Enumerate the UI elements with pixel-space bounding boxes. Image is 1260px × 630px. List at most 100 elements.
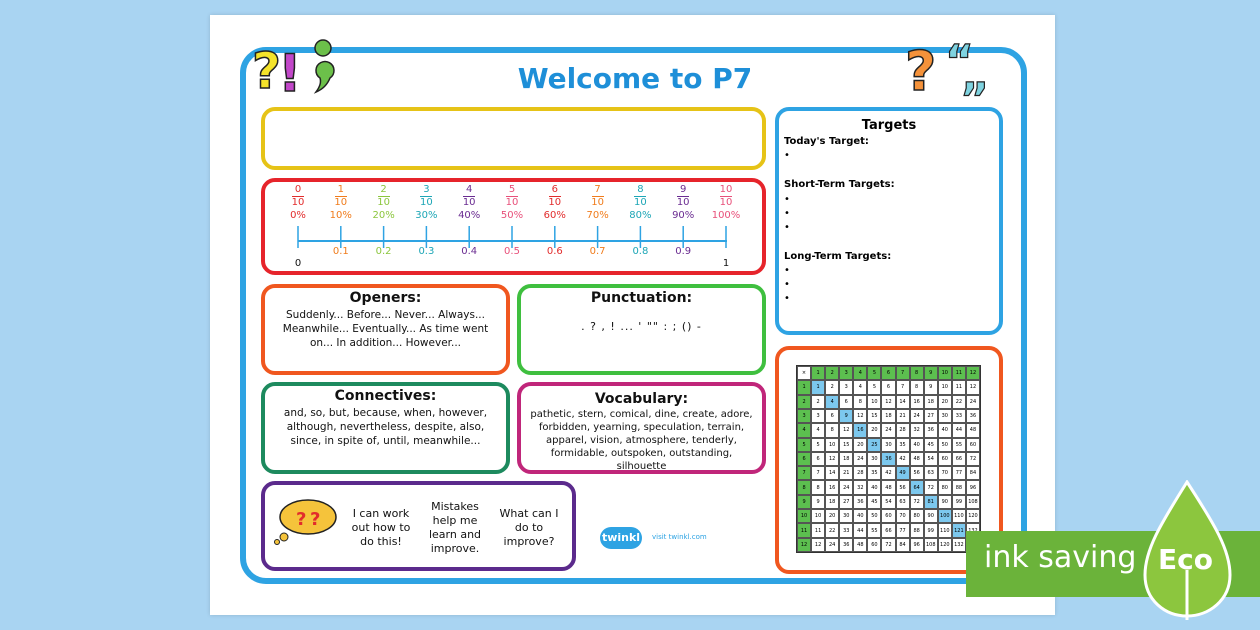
grid-cell: 48 <box>965 423 980 438</box>
svg-text:!: ! <box>278 44 302 98</box>
grid-cell: 30 <box>881 437 896 452</box>
punctuation-text: . ? , ! ... ' "" : ; () - <box>581 320 702 333</box>
decimal-label: 0.1 <box>332 246 349 257</box>
grid-cell: 121 <box>951 523 966 538</box>
grid-cell: 7 <box>811 466 826 481</box>
grid-cell: 24 <box>839 480 854 495</box>
grid-row-header: 5 <box>797 437 812 452</box>
grid-cell: 50 <box>937 437 952 452</box>
targets-title: Targets <box>861 118 917 133</box>
grid-cell: 88 <box>951 480 966 495</box>
grid-cell: 44 <box>853 523 868 538</box>
grid-header-cell: 9 <box>923 366 938 381</box>
grid-cell: 21 <box>895 408 910 424</box>
grid-cell: 20 <box>825 509 840 524</box>
grid-cell: 16 <box>909 394 924 409</box>
grid-cell: 70 <box>895 509 910 524</box>
grid-cell: 40 <box>909 437 924 452</box>
visit-link[interactable]: visit twinkl.com <box>652 533 707 541</box>
grid-cell: 6 <box>839 394 854 409</box>
grid-cell: 5 <box>867 380 882 395</box>
target-bullet: • <box>784 293 790 304</box>
eco-label: ink saving <box>984 540 1137 575</box>
grid-cell: 48 <box>909 451 924 467</box>
grid-cell: 2 <box>825 380 840 395</box>
grid-cell: 24 <box>909 408 924 424</box>
grid-corner: × <box>797 366 812 381</box>
decimal-label: 0.9 <box>675 246 692 257</box>
connectives-box: Connectives: and, so, but, because, when… <box>261 382 510 474</box>
grid-cell: 108 <box>923 537 938 552</box>
grid-header-cell: 8 <box>909 366 924 381</box>
grid-cell: 8 <box>909 380 924 395</box>
thought-bubble-icon: ? ? <box>274 499 337 545</box>
svg-text:?: ? <box>310 509 320 530</box>
grid-cell: 42 <box>881 466 896 481</box>
grid-cell: 7 <box>895 380 910 395</box>
grid-cell: 42 <box>895 451 910 467</box>
number-line-box <box>261 178 766 275</box>
grid-header-cell: 6 <box>881 366 896 381</box>
grid-cell: 77 <box>951 466 966 481</box>
grid-cell: 28 <box>895 423 910 438</box>
comma-icon <box>313 39 335 94</box>
grid-cell: 1 <box>811 380 826 395</box>
vocabulary-box: Vocabulary: pathetic, stern, comical, di… <box>517 382 766 474</box>
decimal-label: 1 <box>722 258 730 269</box>
decimal-label: 0.6 <box>546 246 563 257</box>
encouragement-3: What can I do to improve? <box>499 507 559 548</box>
grid-cell: 66 <box>951 451 966 467</box>
grid-cell: 9 <box>811 494 826 510</box>
svg-text:”: ” <box>960 74 989 104</box>
grid-cell: 50 <box>867 509 882 524</box>
name-box[interactable] <box>261 107 766 170</box>
grid-cell: 36 <box>839 537 854 552</box>
grid-cell: 90 <box>937 494 952 510</box>
decimal-label: 0.2 <box>375 246 392 257</box>
long-term-label: Long-Term Targets: <box>784 251 892 262</box>
grid-cell: 30 <box>839 509 854 524</box>
grid-cell: 55 <box>951 437 966 452</box>
grid-cell: 9 <box>839 408 854 424</box>
grid-cell: 48 <box>853 537 868 552</box>
grid-cell: 32 <box>853 480 868 495</box>
grid-cell: 44 <box>951 423 966 438</box>
grid-cell: 80 <box>937 480 952 495</box>
svg-text:“: “ <box>945 36 974 87</box>
grid-cell: 8 <box>853 394 868 409</box>
connectives-text: and, so, but, because, when, however, al… <box>283 407 488 447</box>
grid-cell: 18 <box>881 408 896 424</box>
grid-cell: 35 <box>867 466 882 481</box>
grid-row-header: 11 <box>797 523 812 538</box>
grid-cell: 24 <box>853 451 868 467</box>
encouragement-1: I can work out how to do this! <box>351 507 411 548</box>
grid-cell: 10 <box>811 509 826 524</box>
grid-cell: 63 <box>895 494 910 510</box>
grid-cell: 30 <box>867 451 882 467</box>
grid-cell: 49 <box>895 466 910 481</box>
punctuation-box: Punctuation: . ? , ! ... ' "" : ; () - <box>517 284 766 375</box>
grid-row-header: 8 <box>797 480 812 495</box>
grid-cell: 6 <box>825 408 840 424</box>
openers-text: Suddenly... Before... Never... Always...… <box>282 309 489 349</box>
grid-cell: 20 <box>853 437 868 452</box>
grid-cell: 55 <box>867 523 882 538</box>
grid-cell: 14 <box>825 466 840 481</box>
targets-box <box>775 107 1003 335</box>
grid-cell: 60 <box>937 451 952 467</box>
grid-cell: 18 <box>923 394 938 409</box>
grid-cell: 108 <box>965 494 980 510</box>
grid-header-cell: 10 <box>937 366 952 381</box>
page-title: Welcome to P7 <box>517 62 753 95</box>
grid-cell: 60 <box>881 509 896 524</box>
grid-cell: 12 <box>811 537 826 552</box>
connectives-title: Connectives: <box>334 388 437 404</box>
grid-header-cell: 12 <box>965 366 980 381</box>
decimal-label: 0.8 <box>632 246 649 257</box>
